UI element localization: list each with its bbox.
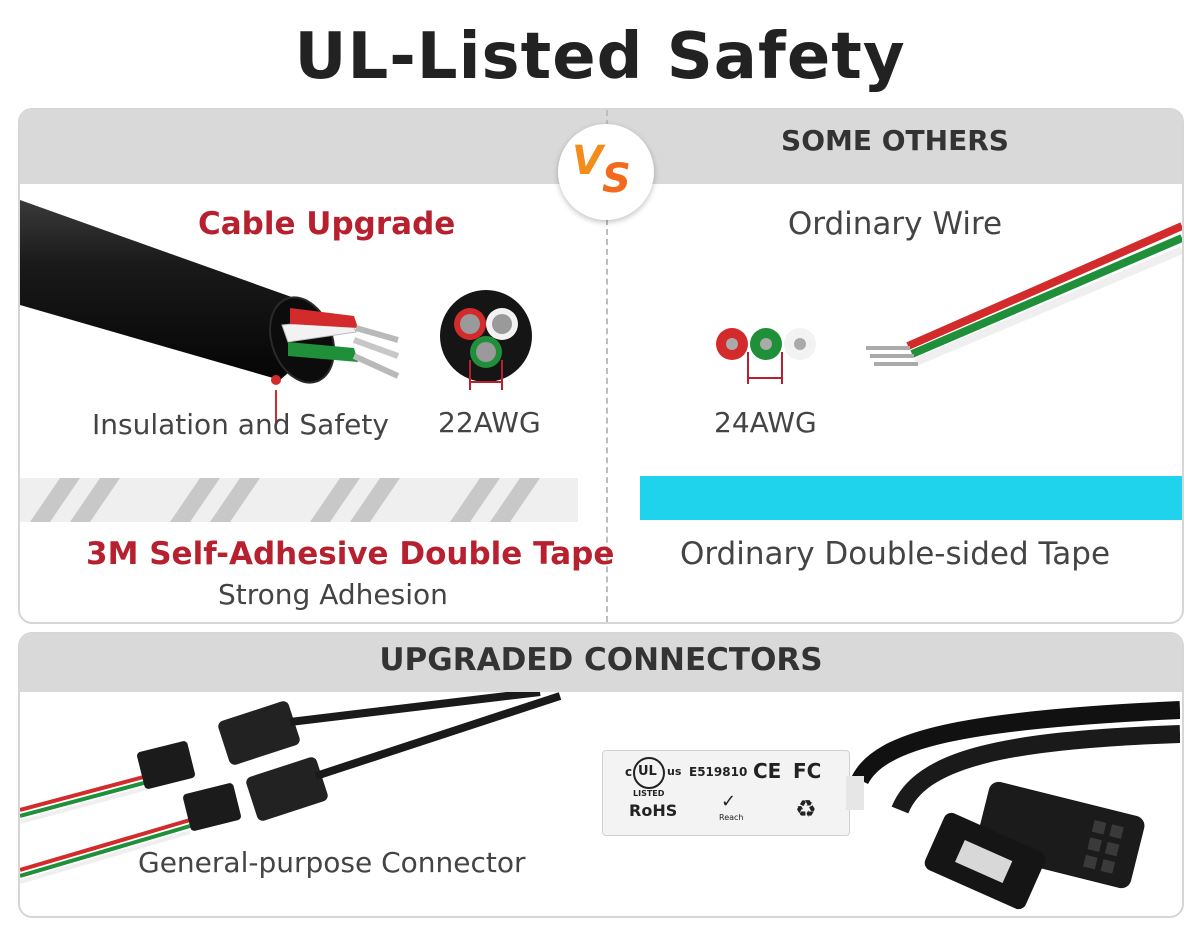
ordinary-tape-sample (640, 476, 1182, 520)
ordinary-wire-heading: Ordinary Wire (787, 206, 1003, 242)
ul-mark: UL (638, 764, 657, 779)
comparison-panel: SOME OTHERS V S Cable Upgrade Insulation… (18, 108, 1184, 624)
3m-tape-pattern (30, 478, 540, 522)
rohs-mark: RoHS (629, 801, 678, 820)
comparison-divider (606, 110, 608, 622)
us-mark: us (667, 765, 682, 778)
3m-tape-heading: 3M Self-Adhesive Double Tape (86, 536, 615, 572)
cul-mark: c (625, 765, 633, 779)
reach-check-icon: ✓ (721, 791, 737, 812)
recycle-icon: ♻ (795, 795, 817, 823)
general-connector-illustration (20, 692, 562, 884)
ordinary-flat-wire-illustration (866, 222, 1182, 366)
vs-badge: V S (558, 124, 654, 220)
awg-24-label: 24AWG (714, 406, 817, 439)
some-others-header: SOME OTHERS (781, 124, 1009, 157)
upgraded-connector-illustration (846, 701, 1180, 910)
certification-label: c UL us LISTED E519810 CE FC RoHS ✓ Reac… (602, 750, 850, 836)
ul-file-number: E519810 (689, 765, 748, 779)
ordinary-tape-heading: Ordinary Double-sided Tape (679, 536, 1111, 572)
ce-mark: CE (753, 759, 782, 783)
fcc-mark: FC (793, 759, 822, 783)
ul-listed-icon: UL (633, 757, 665, 789)
cable-cross-section-22awg (440, 290, 532, 390)
sheathed-cable-illustration (20, 200, 400, 426)
connectors-header-band (20, 634, 1182, 692)
connectors-panel: UPGRADED CONNECTORS General-purpose Conn… (18, 632, 1184, 918)
insulation-label: Insulation and Safety (92, 408, 389, 441)
awg-22-label: 22AWG (438, 406, 541, 439)
general-connector-label: General-purpose Connector (138, 846, 526, 879)
reach-mark: Reach (719, 813, 744, 822)
wire-cross-section-24awg (716, 328, 816, 384)
vs-s-letter: S (602, 156, 631, 202)
upgraded-connectors-header: UPGRADED CONNECTORS (379, 642, 823, 678)
vs-v-letter: V (572, 138, 603, 184)
3m-tape-subtitle: Strong Adhesion (218, 578, 448, 611)
3m-tape-sample (20, 478, 578, 522)
cable-upgrade-heading: Cable Upgrade (198, 206, 456, 242)
listed-mark: LISTED (633, 789, 665, 798)
page-title: UL-Listed Safety (294, 20, 906, 94)
